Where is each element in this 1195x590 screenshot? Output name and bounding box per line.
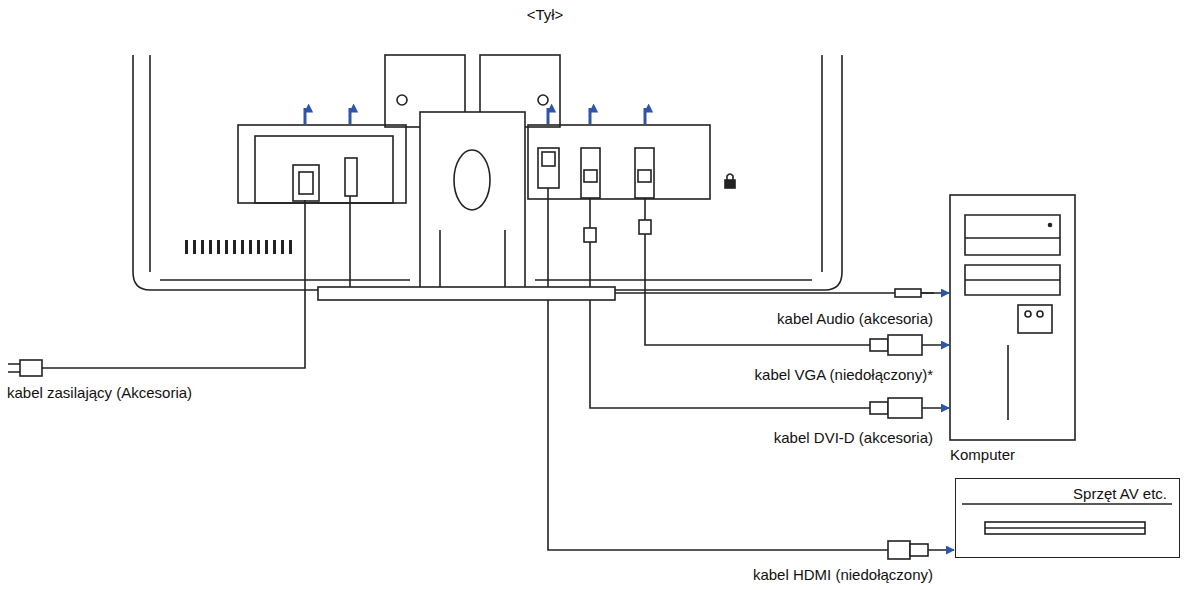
illustration-part [397, 95, 407, 105]
illustration-part [950, 195, 1075, 440]
device-label: Komputer [950, 446, 1015, 464]
illustration-part [639, 220, 651, 234]
cable-line [590, 205, 949, 408]
illustration-part [20, 360, 42, 376]
cable-label: kabel DVI-D (akcesoria) [772, 429, 935, 447]
illustration-part [528, 125, 710, 199]
illustration-part [870, 339, 888, 351]
monitor-back: <Tył> [130, 0, 845, 205]
illustration-part [180, 240, 292, 254]
illustration-part [725, 180, 735, 188]
illustration-part [305, 108, 645, 124]
illustration-part [985, 527, 1145, 529]
illustration-part [8, 364, 20, 372]
illustration-part [888, 398, 922, 418]
illustration-part [888, 541, 910, 559]
illustration-part [581, 148, 600, 198]
cable-label: kabel Audio (akcesoria) [775, 310, 935, 328]
illustration-part [255, 136, 393, 203]
illustration-part [921, 292, 934, 294]
illustration-part [821, 55, 823, 272]
illustration-part [1049, 224, 1052, 227]
illustration-part [293, 165, 319, 201]
illustration-part [304, 108, 307, 124]
illustration-part [133, 55, 842, 290]
illustration-part [965, 238, 1060, 280]
illustration-part [547, 108, 550, 124]
cable-line [645, 205, 949, 345]
illustration-part [644, 108, 647, 124]
illustration-part [454, 150, 490, 210]
computer-tower: Komputer [950, 195, 1075, 440]
illustration-part [349, 108, 352, 124]
cable-label: kabel HDMI (niedołączony) [751, 566, 935, 584]
illustration-part [542, 152, 555, 166]
illustration-part [985, 522, 1145, 534]
illustration-part [299, 172, 313, 194]
illustration-part [420, 112, 525, 288]
illustration-part [584, 170, 597, 182]
illustration-part [8, 55, 1172, 559]
illustration-part [870, 402, 888, 414]
illustration-part [538, 148, 559, 188]
illustration-part [1018, 305, 1052, 333]
illustration-part [589, 108, 592, 124]
illustration-part [635, 148, 654, 198]
view-heading: <Tył> [527, 6, 564, 24]
cable-line [548, 205, 954, 550]
illustration-part [535, 279, 812, 281]
illustration-part [962, 503, 1172, 505]
illustration-part [305, 188, 645, 205]
illustration-part [888, 335, 922, 355]
illustration-part [638, 170, 651, 182]
illustration-part [440, 230, 505, 288]
cable-label: kabel VGA (niedołączony)* [753, 366, 935, 384]
illustration-part [1007, 345, 1009, 420]
illustration-part [42, 205, 305, 368]
illustration-part [160, 279, 410, 281]
illustration-part [149, 55, 151, 272]
illustration-part [895, 289, 921, 297]
illustration-part [318, 287, 615, 300]
illustration-part [1025, 311, 1031, 317]
illustration-part [1037, 311, 1043, 317]
device-label: Sprzęt AV etc. [1073, 485, 1167, 503]
illustration-part [965, 215, 1060, 295]
illustration-part [238, 125, 406, 203]
illustration-part [584, 228, 596, 242]
illustration-part [910, 544, 928, 556]
illustration-part [538, 95, 548, 105]
illustration-part [345, 158, 357, 196]
cable-label: kabel zasilający (Akcesoria) [5, 384, 194, 402]
av-equipment-box: Sprzęt AV etc. [955, 478, 1180, 558]
illustration-part [727, 174, 733, 180]
